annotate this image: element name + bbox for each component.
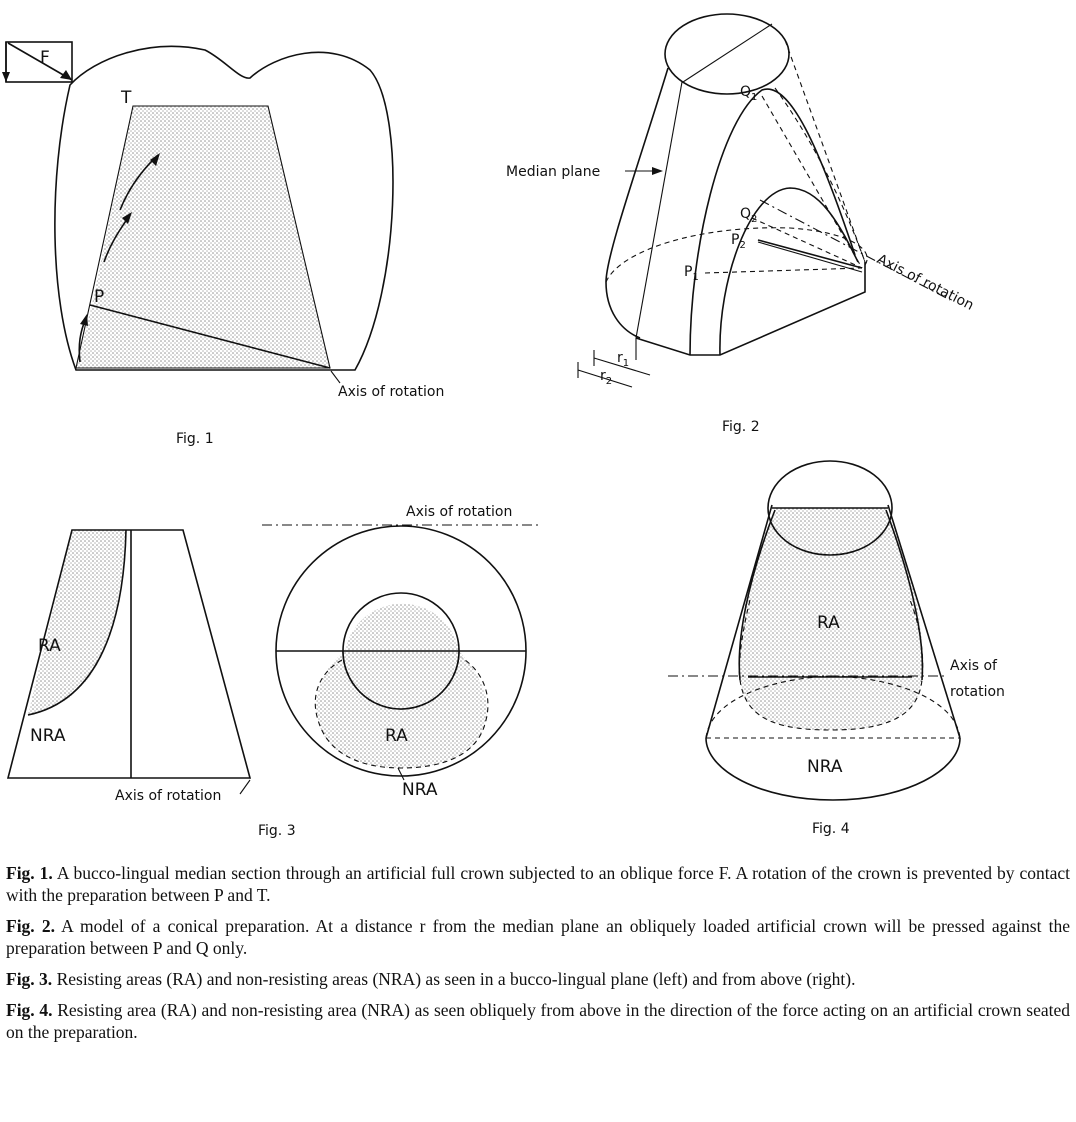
figure-3-right: Axis of rotation RA NRA Fig. 3 [258, 504, 540, 839]
axis-pointer [330, 370, 341, 384]
label-NRA-right: NRA [402, 780, 438, 800]
figure-3-left: RA NRA Axis of rotation [6, 529, 252, 804]
base-arc-4 [705, 737, 961, 801]
label-NRA-4: NRA [807, 757, 843, 777]
label-axis-of-rotation-2: Axis of rotation [874, 251, 976, 314]
label-axis-bottom: Axis of rotation [115, 788, 221, 804]
preparation-outline [75, 105, 331, 369]
motion-arrowhead-1 [150, 153, 160, 166]
label-Q2: Q2 [740, 206, 757, 225]
label-P: P [94, 287, 104, 307]
caption-fig2: Fig. 2. A model of a conical preparation… [6, 916, 1070, 958]
preparation-section [76, 106, 330, 368]
fig4-caption: Fig. 4 [812, 821, 850, 837]
figure-2: Median plane Q1 Q2 P2 P1 r1 r2 Axis of r… [506, 13, 976, 435]
ra-shaded-4 [739, 508, 923, 730]
top-diameter [682, 23, 773, 83]
motion-arrowhead-2 [122, 212, 132, 224]
base-slab [635, 262, 866, 356]
label-RA-right: RA [385, 726, 408, 746]
right-inner-edge-4 [885, 509, 924, 681]
figure-1: F T P Axis of rotation Fig. 1 [2, 41, 444, 447]
label-P2: P2 [731, 232, 746, 251]
label-T: T [120, 88, 132, 108]
label-RA-4: RA [817, 613, 840, 633]
ra-boundary-right [314, 657, 489, 769]
label-NRA-left: NRA [30, 726, 66, 746]
base-ellipse-dashed [605, 227, 868, 283]
motion-arrowhead-3 [80, 314, 88, 326]
force-arrow [7, 42, 73, 81]
figure-captions: Fig. 1. A bucco-lingual median section t… [6, 862, 1070, 1052]
inner-lower-half-shade [343, 651, 459, 709]
top-ellipse-4 [767, 460, 893, 556]
figure-4: RA NRA Axis of rotation Fig. 4 [668, 460, 1005, 837]
label-P1: P1 [684, 264, 699, 283]
axis-pointer-3 [239, 779, 251, 795]
cone-right-edge [784, 39, 866, 263]
label-axis-of-rotation: Axis of rotation [338, 384, 444, 400]
p-to-axis-line [89, 304, 331, 369]
top-ellipse [664, 13, 790, 95]
r-dim-line-2 [577, 369, 633, 388]
cone-right-edge-2 [774, 87, 866, 263]
label-median-plane: Median plane [506, 164, 600, 180]
fig3-caption: Fig. 3 [258, 823, 296, 839]
label-F: F [40, 48, 50, 68]
label-axis-4-line2: rotation [950, 684, 1005, 700]
caption-fig1: Fig. 1. A bucco-lingual median section t… [6, 863, 1070, 905]
left-inner-edge-4 [738, 509, 776, 681]
ra-boundary-curve [27, 529, 127, 716]
label-axis-top: Axis of rotation [406, 504, 512, 520]
trapezoid-outline [6, 529, 252, 779]
figures-panel: F T P Axis of rotation Fig. 1 [2, 13, 1005, 839]
inner-lower-half [342, 650, 460, 710]
fig2-caption: Fig. 2 [722, 419, 760, 435]
left-silhouette-4 [705, 504, 773, 739]
cone-left-edge [605, 67, 669, 339]
median-plane-arrowhead [652, 167, 663, 175]
label-r2: r2 [600, 368, 612, 387]
ra-shaded-left [28, 530, 126, 715]
p2-to-axis [757, 239, 863, 269]
nra-pointer [397, 767, 405, 781]
label-axis-4-line1: Axis of [950, 658, 998, 674]
p1-to-axis [704, 267, 863, 274]
right-silhouette-4 [887, 504, 961, 739]
crown-outline [54, 45, 394, 371]
base-upper-dashed-4 [705, 675, 961, 739]
q2-to-axis [751, 217, 863, 269]
fig1-caption: Fig. 1 [176, 431, 214, 447]
force-vertical-arrowhead [2, 72, 10, 82]
force-arrowhead [60, 70, 72, 80]
caption-fig3: Fig. 3. Resisting areas (RA) and non-res… [6, 969, 856, 989]
label-RA-left: RA [38, 636, 61, 656]
section-curve-q2 [719, 187, 859, 356]
label-r1: r1 [617, 350, 629, 369]
median-plane-line [635, 81, 683, 339]
caption-fig4: Fig. 4. Resisting area (RA) and non-resi… [6, 1000, 1070, 1042]
section-curve-q1 [689, 88, 856, 356]
q1-to-axis [761, 95, 863, 269]
p2-to-axis-b [757, 241, 863, 273]
axis-of-rotation-line [759, 199, 951, 301]
label-Q1: Q1 [740, 84, 757, 103]
r-dim-line-1 [593, 357, 651, 376]
